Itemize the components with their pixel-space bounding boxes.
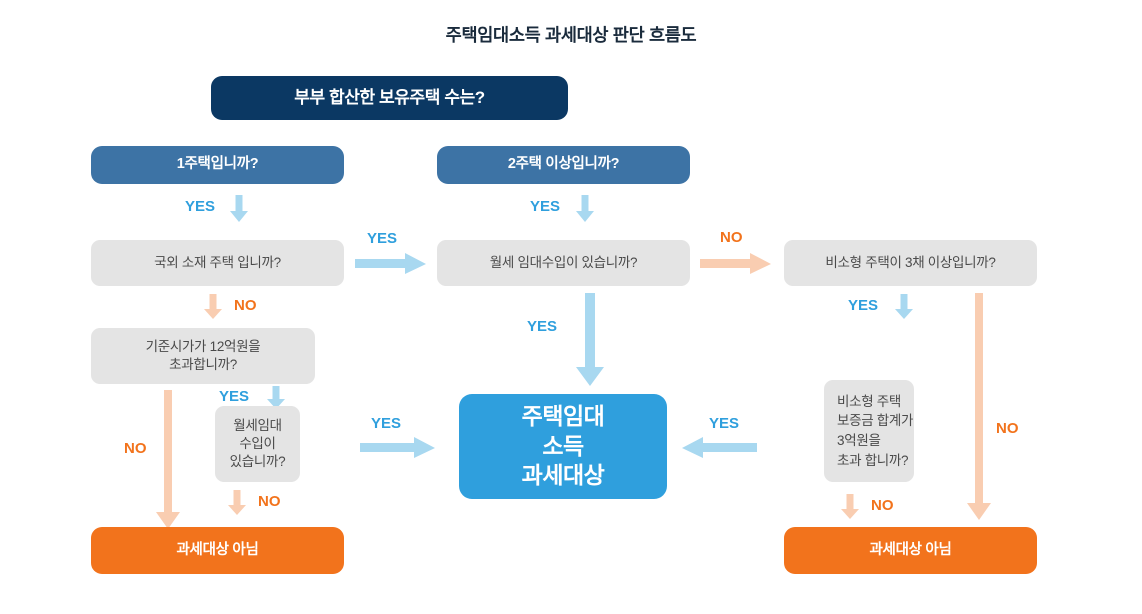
- edge-label-nonsmall-yes: YES: [848, 297, 879, 314]
- node-monthly-rent-small[interactable]: 월세임대 수입이 있습니까?: [215, 406, 300, 482]
- arrow-down-monthly-mid-to-taxable: [575, 293, 605, 387]
- node-nonsmall-three-houses-label: 비소형 주택이 3채 이상입니까?: [825, 254, 996, 270]
- edge-label-price-yes: YES: [219, 388, 250, 405]
- node-deposit-line2: 보증금 합계가: [837, 413, 914, 429]
- edge-label-overseas-yes: YES: [367, 230, 398, 247]
- arrow-down-deposit-no-to-not-taxable: [840, 494, 860, 520]
- node-root-house-count[interactable]: 부부 합산한 보유주택 수는?: [211, 76, 568, 120]
- edge-label-deposit-yes: YES: [709, 415, 740, 432]
- node-one-house[interactable]: 1주택입니까?: [91, 146, 344, 184]
- arrow-down-one-house-to-overseas: [229, 195, 249, 223]
- edge-label-monthly-small-yes: YES: [371, 415, 402, 432]
- arrow-down-price-to-monthly-small: [266, 386, 286, 410]
- node-overseas-house[interactable]: 국외 소재 주택 입니까?: [91, 240, 344, 286]
- edge-label-nonsmall-no: NO: [996, 420, 1019, 437]
- node-deposit-line1: 비소형 주택: [837, 393, 902, 409]
- node-deposit-over-3-label: 비소형 주택 보증금 합계가 3억원을 초과 합니까?: [837, 392, 914, 470]
- arrow-down-two-house-to-monthly-mid: [575, 195, 595, 223]
- arrow-down-nonsmall-no-to-not-taxable: [966, 293, 992, 521]
- node-two-house[interactable]: 2주택 이상입니까?: [437, 146, 690, 184]
- page-title: 주택임대소득 과세대상 판단 흐름도: [445, 25, 697, 45]
- edge-label-monthly-small-no: NO: [258, 493, 281, 510]
- node-price-over-12-label: 기준시가가 12억원을 초과합니까?: [91, 338, 315, 374]
- edge-label-monthly-mid-yes: YES: [527, 318, 558, 335]
- edge-label-monthly-mid-no: NO: [720, 229, 743, 246]
- node-taxable-line2: 소득: [542, 432, 584, 459]
- node-overseas-house-label: 국외 소재 주택 입니까?: [154, 254, 281, 270]
- node-deposit-line3: 3억원을: [837, 433, 881, 448]
- node-not-taxable-right[interactable]: 과세대상 아님: [784, 527, 1037, 574]
- node-price-over-12-line1: 기준시가가 12억원을: [145, 338, 261, 354]
- arrow-right-monthly-small-to-taxable: [360, 437, 436, 459]
- edge-label-two-house-yes: YES: [530, 198, 561, 215]
- node-two-house-label: 2주택 이상입니까?: [507, 156, 620, 173]
- node-monthly-rent-small-line1: 월세임대: [233, 417, 282, 433]
- node-monthly-rent-mid[interactable]: 월세 임대수입이 있습니까?: [437, 240, 690, 286]
- arrow-down-price-no-to-not-taxable: [155, 390, 181, 530]
- arrow-down-monthly-small-no: [227, 490, 247, 516]
- node-taxable-result-label: 주택임대 소득 과세대상: [459, 402, 667, 492]
- arrow-down-overseas-to-price: [203, 294, 223, 320]
- node-one-house-label: 1주택입니까?: [176, 156, 259, 173]
- arrow-right-monthly-mid-to-nonsmall: [700, 253, 772, 275]
- node-deposit-line4: 초과 합니까?: [837, 452, 909, 468]
- node-nonsmall-three-houses[interactable]: 비소형 주택이 3채 이상입니까?: [784, 240, 1037, 286]
- node-not-taxable-left[interactable]: 과세대상 아님: [91, 527, 344, 574]
- node-price-over-12[interactable]: 기준시가가 12억원을 초과합니까?: [91, 328, 315, 384]
- node-monthly-rent-small-label: 월세임대 수입이 있습니까?: [215, 417, 300, 472]
- node-taxable-result[interactable]: 주택임대 소득 과세대상: [459, 394, 667, 499]
- edge-label-overseas-no: NO: [234, 297, 257, 314]
- edge-label-deposit-no: NO: [871, 497, 894, 514]
- node-monthly-rent-small-line2: 수입이: [239, 435, 276, 451]
- node-price-over-12-line2: 초과합니까?: [169, 357, 237, 372]
- arrow-down-nonsmall-to-deposit: [894, 294, 914, 320]
- node-taxable-line1: 주택임대: [521, 402, 605, 429]
- node-taxable-line3: 과세대상: [521, 462, 605, 489]
- arrow-left-deposit-to-taxable: [681, 437, 757, 459]
- edge-label-price-no: NO: [124, 440, 147, 457]
- node-not-taxable-left-label: 과세대상 아님: [176, 541, 259, 558]
- edge-label-one-house-yes: YES: [185, 198, 216, 215]
- node-monthly-rent-mid-label: 월세 임대수입이 있습니까?: [489, 254, 638, 270]
- node-not-taxable-right-label: 과세대상 아님: [869, 541, 952, 558]
- node-monthly-rent-small-line3: 있습니까?: [229, 454, 286, 470]
- node-root-label: 부부 합산한 보유주택 수는?: [294, 87, 485, 107]
- arrow-right-overseas-to-monthly-mid: [355, 253, 427, 275]
- node-deposit-over-3[interactable]: 비소형 주택 보증금 합계가 3억원을 초과 합니까?: [824, 380, 914, 482]
